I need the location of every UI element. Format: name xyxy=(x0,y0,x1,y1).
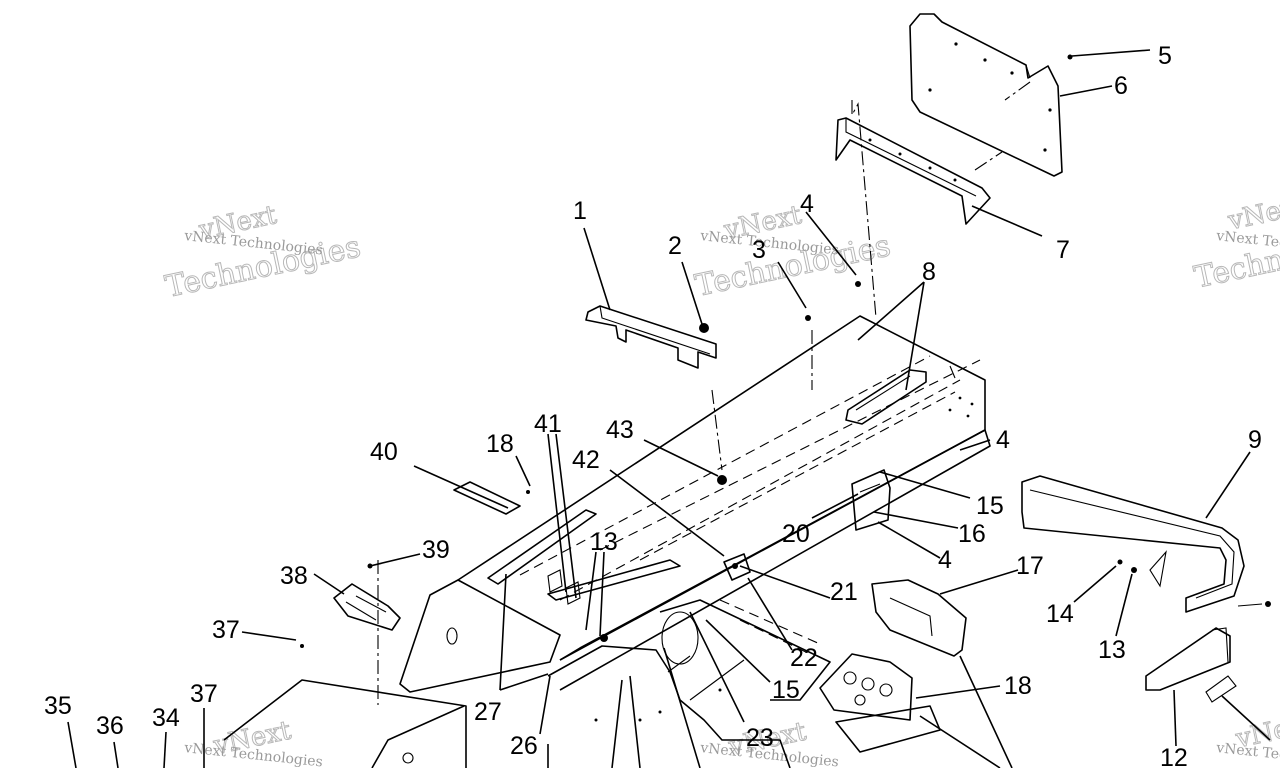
callout-14: 14 xyxy=(1046,600,1074,628)
callout-20: 20 xyxy=(782,520,810,548)
callout-1: 1 xyxy=(573,197,587,225)
callout-4-right: 4 xyxy=(996,426,1010,454)
part-side-brackets xyxy=(819,469,967,753)
callout-41: 41 xyxy=(534,410,562,438)
callout-15-lower: 15 xyxy=(772,676,800,704)
callout-7: 7 xyxy=(1056,236,1070,264)
part-flap-bracket xyxy=(835,100,1003,319)
callout-13-right: 13 xyxy=(1098,636,1126,664)
part-lower-body xyxy=(223,560,467,768)
part-shield xyxy=(585,305,717,369)
callout-38: 38 xyxy=(280,562,308,590)
callout-37-upper: 37 xyxy=(212,616,240,644)
callout-3: 3 xyxy=(752,236,766,264)
callout-15-upper: 15 xyxy=(976,492,1004,520)
callout-36: 36 xyxy=(96,712,124,740)
callout-13-left: 13 xyxy=(590,528,618,556)
callout-4-top: 4 xyxy=(800,190,814,218)
callout-23: 23 xyxy=(746,724,774,752)
callout-8: 8 xyxy=(922,258,936,286)
callout-40: 40 xyxy=(370,438,398,466)
callout-18-left: 18 xyxy=(486,430,514,458)
callout-21: 21 xyxy=(830,578,858,606)
part-flap xyxy=(909,13,1063,177)
callout-22: 22 xyxy=(790,644,818,672)
callout-4-lower: 4 xyxy=(938,546,952,574)
callout-6: 6 xyxy=(1114,72,1128,100)
callout-37-lower: 37 xyxy=(190,680,218,708)
callout-9: 9 xyxy=(1248,426,1262,454)
part-tunnel xyxy=(399,315,991,693)
callout-12: 12 xyxy=(1160,744,1188,768)
callout-42: 42 xyxy=(572,446,600,474)
callout-35: 35 xyxy=(44,692,72,720)
part-mount-bracket xyxy=(333,481,521,631)
leader-lines xyxy=(67,49,1271,768)
callout-43: 43 xyxy=(606,416,634,444)
callout-27: 27 xyxy=(474,698,502,726)
callout-5: 5 xyxy=(1158,42,1172,70)
callout-16: 16 xyxy=(958,520,986,548)
callout-26: 26 xyxy=(510,732,538,760)
callout-39: 39 xyxy=(422,536,450,564)
callout-2: 2 xyxy=(668,232,682,260)
fasteners xyxy=(300,54,1137,648)
part-rear-bumper xyxy=(1021,475,1271,613)
callout-18-right: 18 xyxy=(1004,672,1032,700)
callout-17: 17 xyxy=(1016,552,1044,580)
callout-34: 34 xyxy=(152,704,180,732)
part-grab-block xyxy=(1145,627,1237,703)
callout-numbers: 1 2 3 4 5 6 7 8 9 4 15 16 4 17 18 20 21 … xyxy=(44,42,1262,768)
